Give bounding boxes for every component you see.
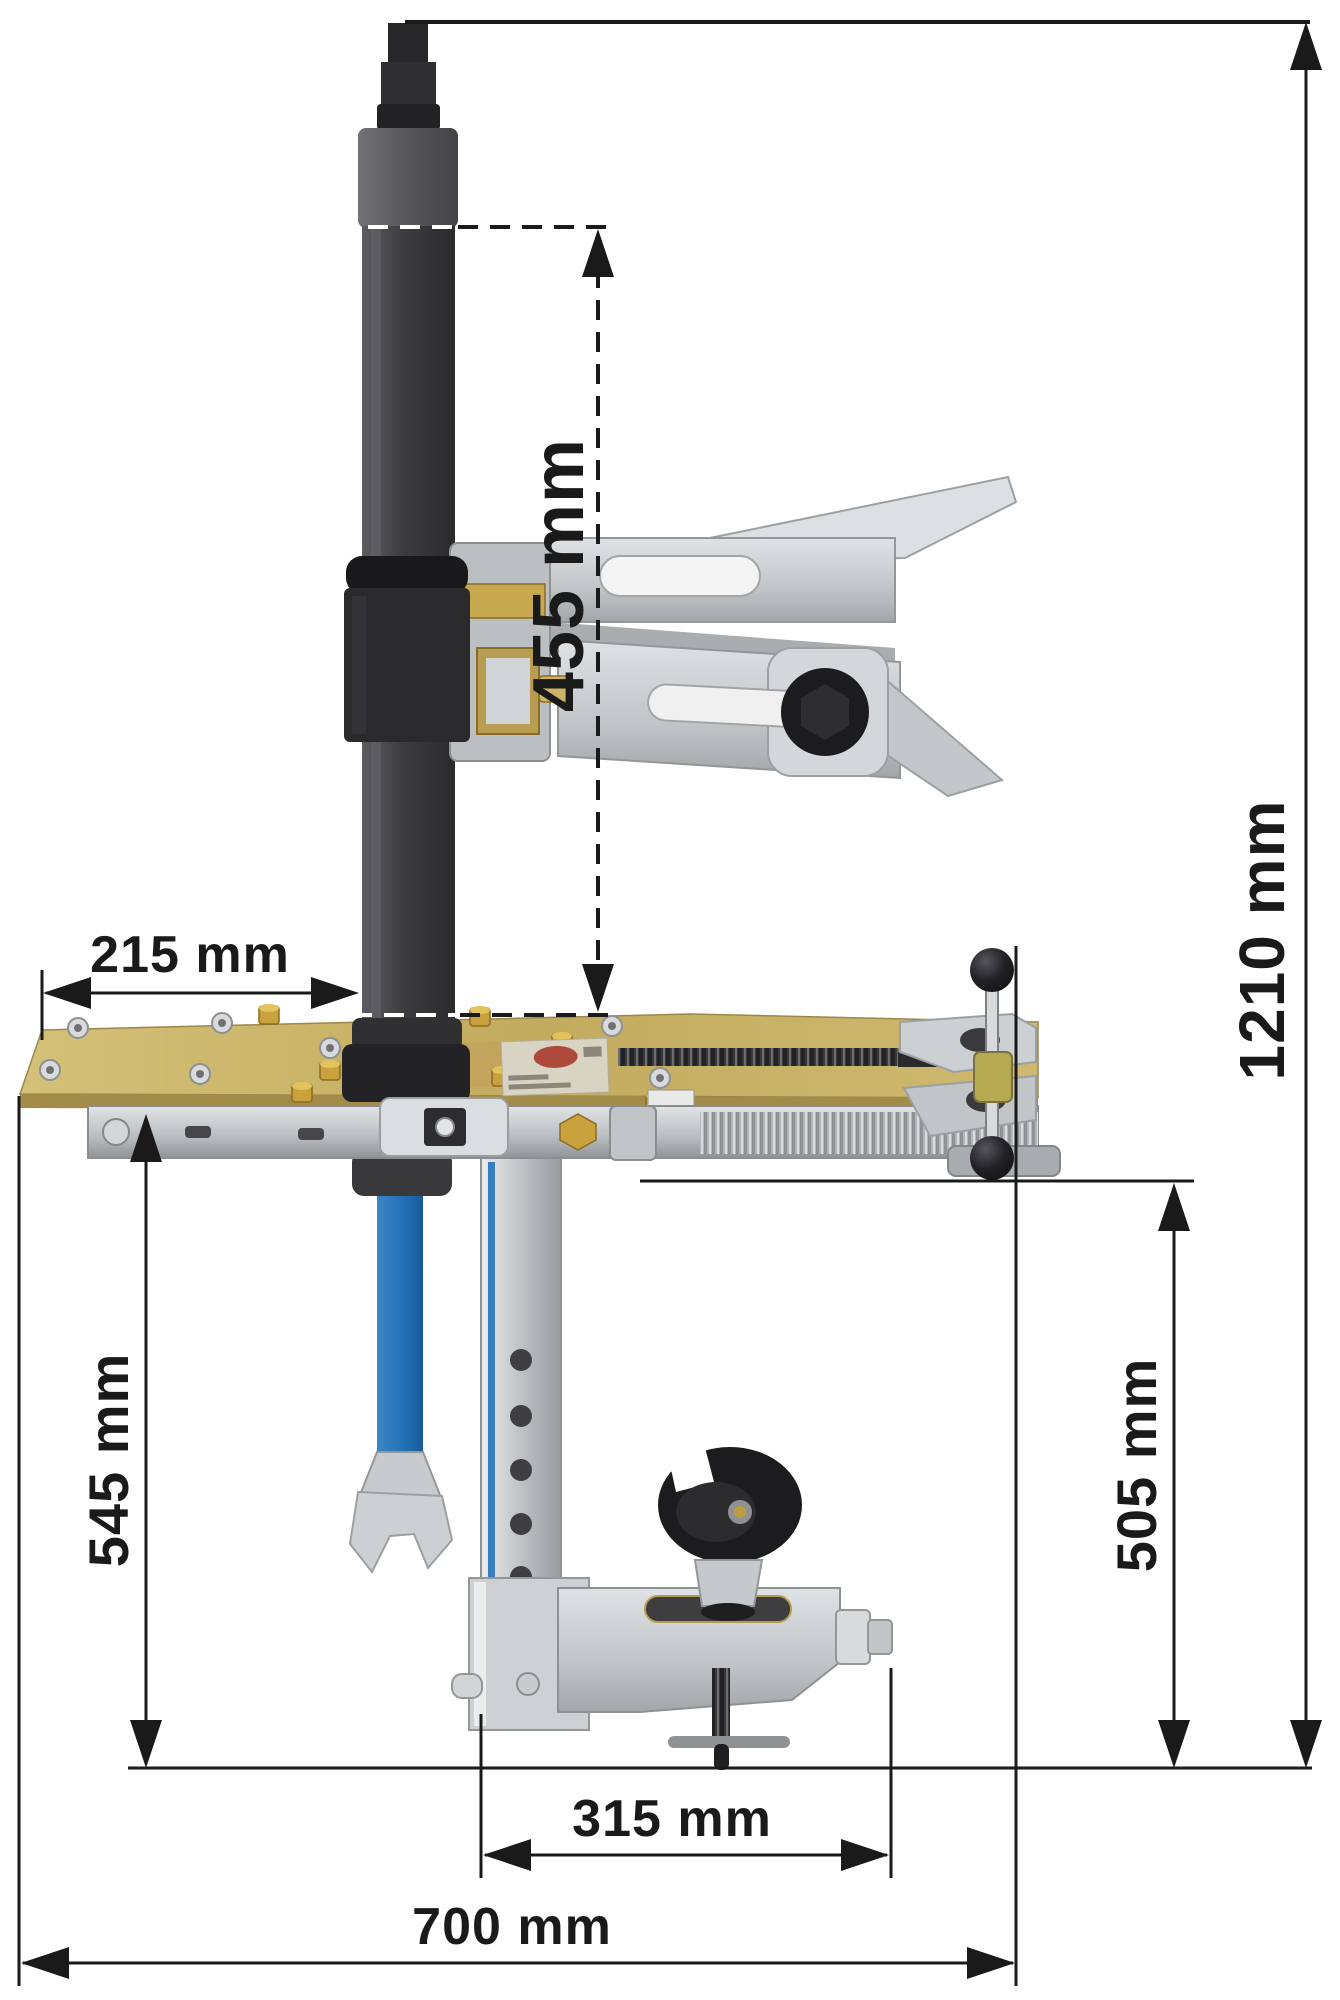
upper-spindle <box>618 1048 920 1066</box>
t-handle-ball-top <box>970 948 1014 992</box>
column-top-cap <box>388 23 428 65</box>
plate-screw-sockets <box>46 1019 664 1082</box>
pivot-pin <box>435 1117 455 1137</box>
collar-ring <box>346 556 468 594</box>
dim-label-1210: 1210 mm <box>1226 800 1298 1081</box>
cam-screw <box>734 1506 746 1518</box>
rail-end-bolt <box>102 1118 130 1146</box>
plate-screws-silver <box>39 1012 671 1089</box>
dimension-700: 700 mm <box>17 946 1018 1986</box>
clamp-left-pin <box>451 1673 483 1699</box>
mounting-plate <box>18 1004 1039 1113</box>
collar-body <box>344 588 470 742</box>
type-label <box>500 1037 610 1097</box>
arrow-down-icon <box>1290 1720 1322 1768</box>
t-handle-ball-bottom <box>970 1136 1014 1180</box>
arrow-left-icon <box>21 1947 69 1979</box>
arrow-down-icon <box>582 964 614 1012</box>
arrow-right-icon <box>967 1947 1015 1979</box>
arm-top-slot <box>599 555 761 597</box>
column-neck-flange <box>377 104 440 130</box>
blue-rod <box>488 1162 495 1610</box>
cam-stem <box>693 1559 764 1607</box>
cam-stem-washer <box>701 1603 755 1621</box>
slide-block-pin <box>538 675 570 703</box>
t-handle <box>970 948 1014 1180</box>
rail-nut <box>609 1105 657 1161</box>
column-collar <box>344 556 470 742</box>
column-plate-ring-top <box>352 1018 462 1050</box>
dim-label-455: 455 mm <box>519 438 599 712</box>
arrow-up-icon <box>1290 22 1322 70</box>
cam-knob-notch <box>666 1436 714 1492</box>
rail-brass-bolt <box>559 1113 597 1151</box>
clamp-sleeve-weld <box>474 1582 486 1726</box>
arrow-right-icon <box>311 977 359 1009</box>
lower-clamp <box>451 1436 893 1770</box>
arrow-left-icon <box>483 1839 531 1871</box>
t-handle-hub <box>973 1051 1013 1103</box>
arm-lock-bolt-hex <box>801 684 849 740</box>
arrow-down-icon <box>1158 1720 1190 1768</box>
tube-hole <box>510 1405 532 1427</box>
column-neck <box>381 62 436 108</box>
tube-hole <box>510 1349 532 1371</box>
vise-rail <box>87 1097 1039 1161</box>
dimension-1210: 1210 mm <box>405 20 1322 1768</box>
clamp-bolt <box>516 1672 540 1696</box>
dim-label-545: 545 mm <box>77 1353 140 1568</box>
red-sticker <box>533 1045 578 1068</box>
rail-slot <box>298 1128 324 1140</box>
tube-hole <box>510 1513 532 1535</box>
main-column <box>358 23 458 1036</box>
t-screw-tip <box>714 1744 729 1770</box>
wrench <box>348 1150 454 1574</box>
t-screw-bar <box>668 1736 790 1748</box>
collar-highlight <box>352 596 366 734</box>
dim-label-315: 315 mm <box>572 1790 772 1848</box>
cam-knob-inner <box>676 1482 756 1542</box>
t-screw-thread <box>712 1668 730 1744</box>
dim-label-215: 215 mm <box>90 926 290 984</box>
arrow-left-icon <box>43 977 91 1009</box>
arrow-up-icon <box>1158 1183 1190 1231</box>
qr-label <box>647 1089 695 1107</box>
arrow-up-icon <box>130 1114 162 1162</box>
dim-label-505: 505 mm <box>1105 1358 1168 1573</box>
arrow-up-icon <box>582 229 614 277</box>
column-sleeve <box>358 128 458 228</box>
wrench-handle <box>377 1150 423 1458</box>
rail-slot <box>185 1126 211 1138</box>
column-plate-ring <box>342 1044 470 1102</box>
arrow-down-icon <box>130 1720 162 1768</box>
dim-label-700: 700 mm <box>412 1898 612 1956</box>
wrench-open-jaw <box>348 1490 454 1574</box>
arrow-right-icon <box>841 1839 889 1871</box>
dimension-505: 505 mm <box>640 1179 1194 1768</box>
clamp-nose-collar <box>835 1609 871 1665</box>
dimension-545: 545 mm <box>77 1114 162 1768</box>
slide-block-face <box>486 658 530 724</box>
dimension-215: 215 mm <box>40 926 359 1040</box>
dimension-315: 315 mm <box>479 1668 893 1878</box>
column-under-base <box>352 1150 452 1196</box>
clamp-nose-tip <box>867 1619 893 1655</box>
upper-clamp-arm <box>449 475 1018 798</box>
tube-hole <box>510 1459 532 1481</box>
dimension-455: 455 mm <box>352 225 618 1017</box>
